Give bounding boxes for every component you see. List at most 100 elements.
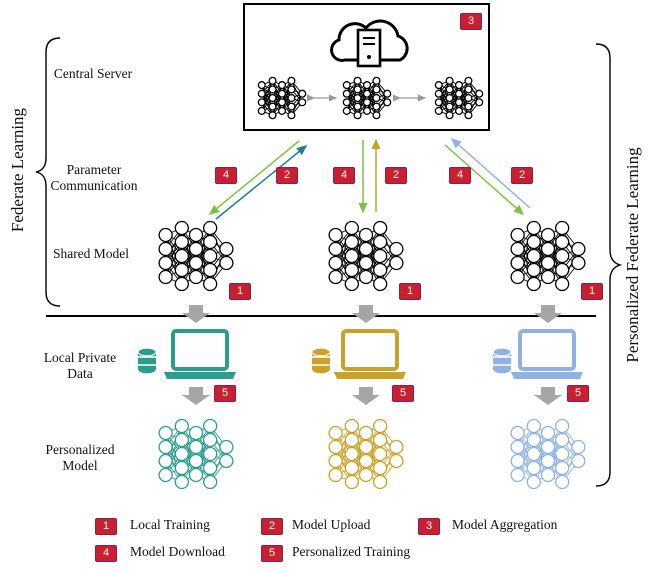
process-arrow-client1-top	[182, 305, 210, 323]
database-icon-client2	[311, 347, 331, 375]
neuron	[555, 220, 570, 236]
neuron	[344, 446, 359, 462]
neuron	[287, 102, 296, 111]
neuron	[510, 227, 525, 243]
neuron	[174, 446, 189, 462]
neuron	[219, 241, 234, 257]
badge-upload-client3: 2	[511, 167, 533, 184]
neuron	[526, 262, 541, 278]
neuron	[353, 76, 362, 85]
legend-text-model-download: Model Download	[130, 544, 225, 559]
neuron	[510, 439, 525, 455]
neuron	[203, 474, 218, 490]
neuron	[555, 446, 570, 462]
neuron	[344, 432, 359, 448]
side-label-personalized-federated-learning: Personalized Federate Learning	[623, 147, 642, 363]
neuron	[540, 241, 556, 257]
neuron	[454, 106, 464, 115]
neuron	[188, 227, 204, 243]
label-parameter-line2: Communication	[50, 178, 138, 193]
neuron	[389, 241, 404, 257]
neuron	[277, 89, 287, 98]
badge-personalized-client1: 5	[214, 385, 236, 402]
neuron	[571, 241, 586, 257]
neuron	[257, 98, 266, 107]
badge-local-training-client2: 1	[399, 283, 421, 300]
neuron	[372, 85, 381, 94]
neuron	[475, 89, 484, 98]
neuron	[510, 425, 525, 441]
neuron	[344, 262, 359, 278]
neuron	[526, 474, 541, 490]
neuron	[475, 98, 484, 107]
neuron	[555, 276, 570, 292]
neuron	[510, 453, 525, 469]
neuron	[510, 269, 525, 285]
neuron	[526, 446, 541, 462]
label-parameter-line1: Parameter	[66, 162, 122, 177]
neuron	[203, 446, 218, 462]
neuron	[571, 255, 586, 271]
neuron	[373, 234, 388, 250]
neuron	[188, 425, 204, 441]
neuron	[188, 255, 204, 271]
neuron	[358, 269, 374, 285]
neuron	[526, 460, 541, 476]
neuron	[445, 93, 454, 103]
neuron	[445, 102, 454, 111]
upload-arrow-client1	[215, 145, 308, 220]
brace-personalized-federated-learning	[595, 43, 623, 487]
neuron	[555, 474, 570, 490]
neuron	[277, 98, 287, 107]
neuron	[328, 453, 343, 469]
legend-badge-3: 3	[418, 518, 440, 535]
neuron	[268, 85, 277, 94]
neuron	[434, 106, 443, 115]
neuron	[358, 255, 374, 271]
neuron	[344, 460, 359, 476]
neuron	[526, 432, 541, 448]
neuron	[373, 432, 388, 448]
neuron	[328, 467, 343, 483]
neuron	[174, 474, 189, 490]
neuron	[158, 269, 173, 285]
neuron	[464, 93, 473, 103]
neuron	[174, 432, 189, 448]
neuron	[362, 98, 372, 107]
neuron	[464, 111, 473, 120]
neuron	[158, 467, 173, 483]
neuron	[158, 453, 173, 469]
neuron	[358, 227, 374, 243]
neuron	[203, 276, 218, 292]
neuron	[362, 106, 372, 115]
neuron	[257, 106, 266, 115]
neuron	[510, 255, 525, 271]
neuron	[342, 106, 351, 115]
neuron	[203, 220, 218, 236]
neuron	[555, 460, 570, 476]
neuron	[454, 98, 464, 107]
neuron	[526, 248, 541, 264]
neuron	[344, 418, 359, 434]
neuron	[464, 85, 473, 94]
neuron	[203, 460, 218, 476]
label-personalized-line1: Personalized	[45, 442, 115, 457]
legend-badge-4: 4	[95, 545, 117, 562]
neuron	[158, 241, 173, 257]
download-arrow-client1	[208, 140, 300, 215]
neuron	[372, 76, 381, 85]
neuron	[344, 234, 359, 250]
neuron	[372, 111, 381, 120]
neuron	[174, 418, 189, 434]
server-network-center	[342, 76, 392, 120]
neuron	[188, 269, 204, 285]
neuron	[344, 220, 359, 236]
legend-badge-2: 2	[261, 518, 283, 535]
neuron	[526, 234, 541, 250]
database-icon-client3	[492, 347, 512, 375]
legend-badge-1: 1	[95, 518, 117, 535]
download-arrow-client3	[444, 144, 525, 215]
neuron	[328, 255, 343, 271]
label-local-private-line1: Local Private	[43, 350, 117, 365]
neuron	[373, 248, 388, 264]
